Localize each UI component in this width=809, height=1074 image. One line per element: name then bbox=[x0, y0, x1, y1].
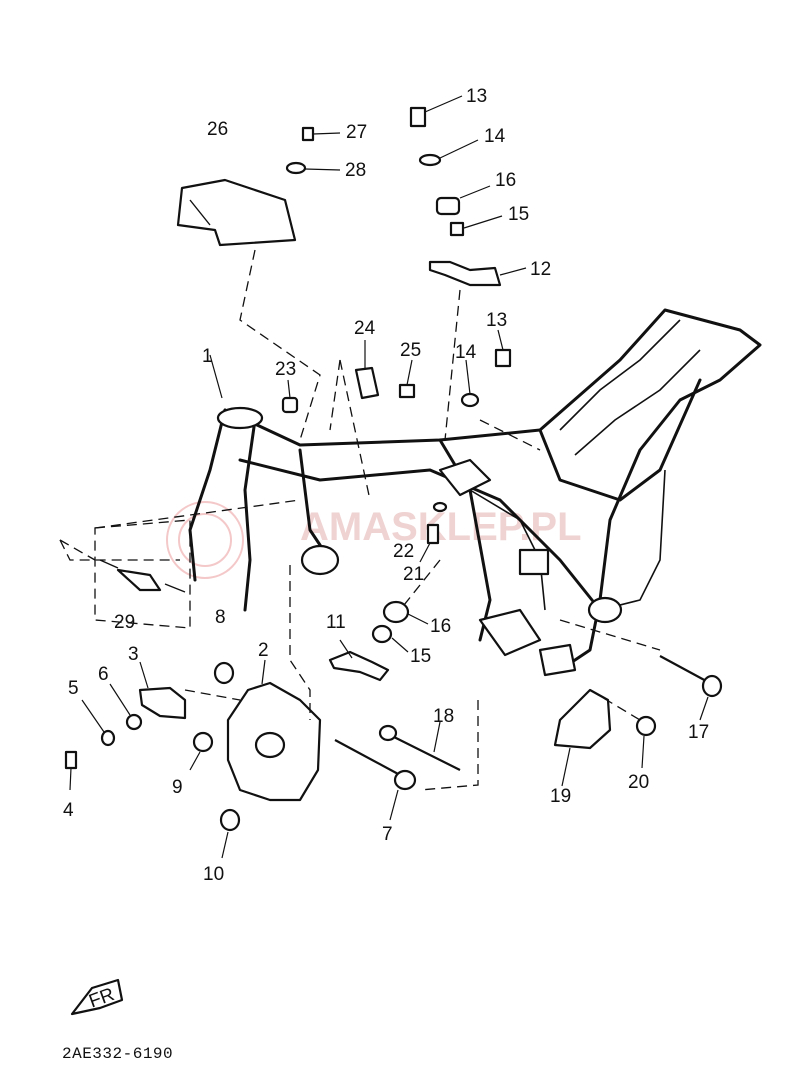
hardware-box-part-29 bbox=[59, 499, 301, 629]
label-1: 1 bbox=[202, 346, 213, 367]
label-6: 6 bbox=[98, 664, 109, 685]
label-16-lower: 16 bbox=[430, 616, 451, 637]
label-16-top: 16 bbox=[495, 170, 516, 191]
nut-part-20 bbox=[635, 715, 657, 769]
washer-part-28 bbox=[285, 161, 341, 175]
long-bolt-part-7 bbox=[334, 739, 417, 821]
bushing-part-16-lower bbox=[382, 600, 429, 625]
label-15-top: 15 bbox=[508, 204, 529, 225]
bushing-part-16-top bbox=[435, 185, 491, 216]
label-5: 5 bbox=[68, 678, 79, 699]
label-24: 24 bbox=[354, 318, 376, 339]
nut-part-6 bbox=[109, 683, 143, 731]
cover-part-26 bbox=[176, 178, 297, 247]
label-15-lower: 15 bbox=[410, 646, 431, 667]
nut-part-8 bbox=[213, 661, 235, 685]
label-25: 25 bbox=[400, 340, 421, 361]
washer-part-14-top bbox=[418, 139, 479, 167]
label-13-top: 13 bbox=[466, 86, 487, 107]
label-13-right: 13 bbox=[486, 310, 507, 331]
label-3: 3 bbox=[128, 644, 139, 665]
main-frame bbox=[188, 308, 762, 677]
long-bolt-part-18 bbox=[378, 721, 461, 771]
bolt-part-21 bbox=[419, 523, 440, 563]
clamp-part-24 bbox=[354, 340, 380, 400]
bracket-part-19 bbox=[553, 688, 612, 787]
label-14-top: 14 bbox=[484, 126, 506, 147]
label-23: 23 bbox=[275, 359, 296, 380]
label-4: 4 bbox=[63, 800, 74, 821]
bolt-part-27 bbox=[301, 126, 341, 142]
nut-part-9 bbox=[189, 731, 214, 771]
engine-mount-part-2 bbox=[226, 659, 322, 802]
part-number-labels: 1 2 3 4 5 6 7 8 9 10 11 12 13 13 14 14 1… bbox=[63, 86, 709, 885]
label-7: 7 bbox=[382, 824, 393, 845]
bolt-part-25 bbox=[398, 359, 416, 399]
washer-part-22 bbox=[432, 501, 448, 513]
label-26: 26 bbox=[207, 119, 228, 140]
bracket-part-12 bbox=[428, 260, 527, 287]
collar-part-15-top bbox=[449, 215, 503, 237]
nut-part-10 bbox=[219, 808, 241, 859]
label-8: 8 bbox=[215, 607, 226, 628]
drawing-code: 2AE332-6190 bbox=[62, 1045, 173, 1063]
label-12: 12 bbox=[530, 259, 551, 280]
label-9: 9 bbox=[172, 777, 183, 798]
label-2: 2 bbox=[258, 640, 269, 661]
label-28: 28 bbox=[345, 160, 366, 181]
bolt-part-4 bbox=[64, 750, 78, 791]
bracket-part-3 bbox=[138, 661, 187, 720]
collar-part-15-lower bbox=[371, 624, 409, 653]
assembly-dashed-lines bbox=[59, 249, 661, 791]
label-20: 20 bbox=[628, 772, 649, 793]
washer-part-5 bbox=[81, 699, 116, 747]
label-21: 21 bbox=[403, 564, 424, 585]
label-14-right: 14 bbox=[455, 342, 477, 363]
bracket-part-11 bbox=[328, 639, 390, 682]
label-22: 22 bbox=[393, 541, 414, 562]
bolt-part-13-right bbox=[494, 329, 512, 368]
label-27: 27 bbox=[346, 122, 367, 143]
label-29: 29 bbox=[114, 612, 135, 633]
label-17: 17 bbox=[688, 722, 709, 743]
washer-part-14-right bbox=[460, 359, 480, 408]
label-10: 10 bbox=[203, 864, 224, 885]
label-11: 11 bbox=[326, 612, 346, 633]
fr-badge: FR bbox=[70, 978, 124, 1016]
svg-text:AMASKLEP.PL: AMASKLEP.PL bbox=[300, 505, 582, 549]
long-bolt-part-17 bbox=[659, 655, 723, 721]
watermark-logo: AMASKLEP.PL bbox=[166, 501, 582, 579]
label-19: 19 bbox=[550, 786, 571, 807]
cap-part-23 bbox=[281, 379, 299, 414]
bolt-part-13-top bbox=[409, 95, 463, 128]
label-18: 18 bbox=[433, 706, 454, 727]
